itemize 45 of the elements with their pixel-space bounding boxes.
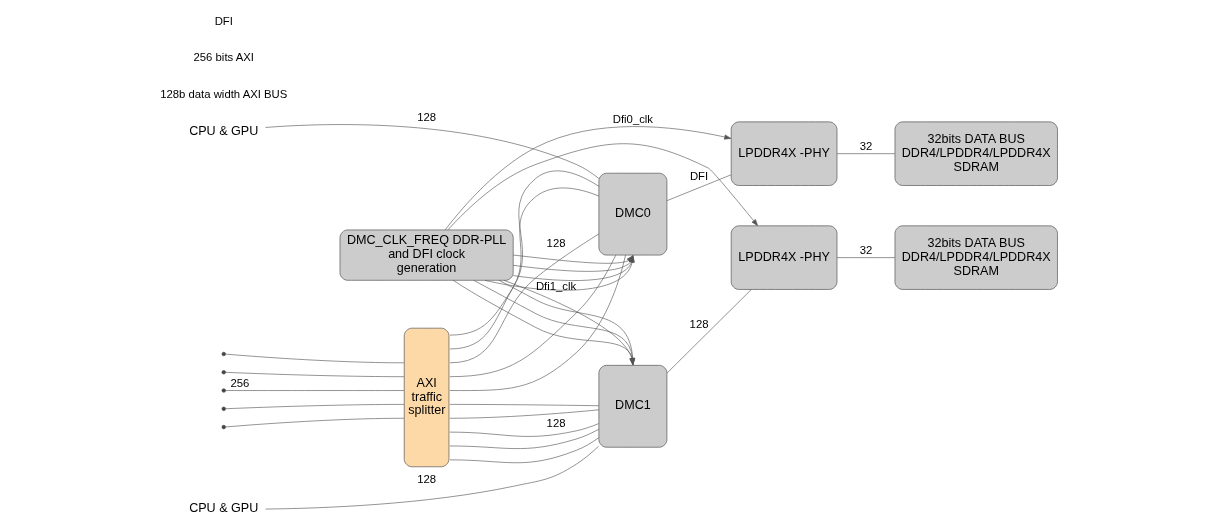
connector — [836, 257, 896, 258]
node-text: CPU & GPU — [189, 123, 259, 138]
node-box: DMC0 — [598, 172, 668, 256]
label: DFI — [214, 14, 233, 27]
connector — [449, 404, 600, 407]
connector — [225, 390, 405, 391]
node-box: DMC_CLK_FREQ DDR-PLL and DFI clock generation — [339, 229, 514, 281]
label: 128b data width AXI BUS — [160, 87, 288, 100]
connector — [449, 423, 599, 437]
edge-label: 128 — [417, 111, 437, 124]
node-box: LPDDR4X -PHY — [730, 121, 838, 186]
connector — [666, 174, 732, 201]
connector — [449, 428, 600, 449]
edge-label: Dfi1_clk — [535, 280, 577, 292]
connector — [449, 170, 600, 336]
edge-label: 128 — [417, 472, 437, 485]
edge-label: 32 — [859, 244, 873, 257]
arrow — [447, 143, 758, 231]
edge-label: 128 — [546, 236, 566, 249]
connector — [265, 445, 599, 510]
node-box: LPDDR4X -PHY — [730, 225, 838, 290]
connector — [225, 353, 405, 364]
connector — [449, 409, 600, 419]
connector — [666, 289, 752, 374]
edge-label: 32 — [859, 140, 873, 153]
connector — [225, 417, 405, 428]
node-text: CPU & GPU — [189, 501, 259, 516]
node-box: AXI traffic splitter — [403, 327, 450, 468]
node-box: DMC1 — [598, 365, 668, 448]
edge-label: DFI — [689, 170, 709, 183]
connector — [225, 372, 405, 377]
connector — [836, 153, 896, 154]
label: 256 bits AXI — [193, 51, 254, 64]
node-box: 32bits DATA BUS DDR4/LPDDR4/LPDDR4X SDRAM — [894, 121, 1058, 186]
edge-label: 128 — [689, 318, 709, 331]
edge-label: 128 — [546, 417, 566, 430]
connector — [449, 437, 599, 464]
connector — [265, 124, 600, 179]
edge-label: 256 — [230, 376, 250, 389]
node-box: 32bits DATA BUS DDR4/LPDDR4/LPDDR4X SDRAM — [894, 225, 1058, 290]
connector — [225, 404, 405, 410]
arrow — [445, 126, 732, 230]
connector — [449, 233, 600, 364]
edge-label: Dfi0_clk — [612, 113, 654, 126]
connector — [449, 187, 600, 350]
